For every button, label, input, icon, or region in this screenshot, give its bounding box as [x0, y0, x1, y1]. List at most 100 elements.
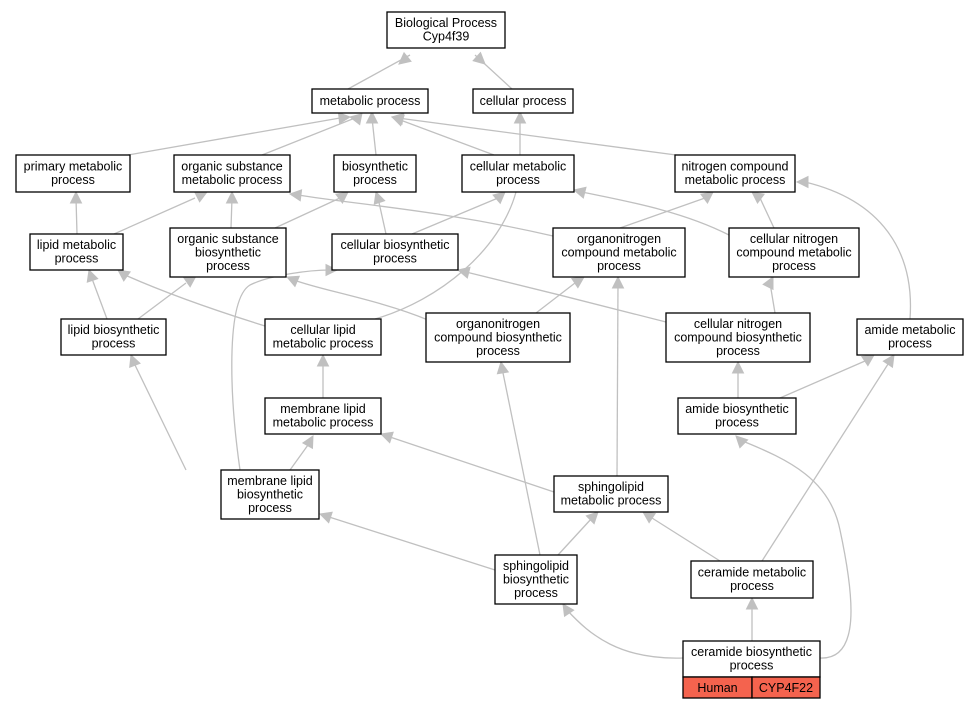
node-box	[665, 312, 811, 363]
edge	[745, 596, 759, 641]
node-box	[15, 154, 131, 193]
node-box	[690, 560, 814, 599]
edges-layer	[69, 51, 912, 659]
edge-line	[90, 275, 108, 320]
edge-line	[137, 282, 187, 320]
edge	[225, 190, 239, 229]
edge-line	[411, 197, 499, 235]
edge-line	[535, 282, 576, 314]
edge	[731, 360, 745, 398]
edge	[379, 431, 555, 493]
edge	[795, 175, 912, 320]
node-label: biosynthetic	[503, 572, 569, 586]
node-label: Cyp4f39	[423, 30, 470, 44]
edge	[231, 263, 339, 471]
edge-arrowhead	[570, 276, 585, 289]
edge-line	[377, 197, 387, 235]
node-cellular[interactable]: cellular process	[472, 88, 574, 114]
node-label: metabolic process	[182, 173, 283, 187]
edge	[619, 191, 714, 229]
edge-line	[371, 117, 377, 156]
edge-arrowhead	[562, 603, 575, 618]
node-label: lipid metabolic	[37, 238, 116, 252]
node-label: membrane lipid	[280, 402, 366, 416]
edge-line	[133, 362, 187, 471]
node-label: process	[55, 252, 99, 266]
edge	[456, 266, 667, 323]
edge-line	[325, 515, 496, 571]
edge	[735, 435, 852, 659]
edge-line	[651, 517, 721, 562]
edge-line	[501, 367, 541, 556]
edge-arrowhead	[69, 190, 83, 204]
node-box	[553, 475, 669, 513]
node-label: organic substance	[177, 232, 279, 246]
edge-arrowhead	[86, 268, 99, 283]
node-label: cellular biosynthetic	[340, 238, 449, 252]
node-label: process	[514, 586, 558, 600]
edge-arrowhead	[642, 511, 657, 524]
edge-line	[274, 197, 341, 229]
edge-arrowhead	[882, 354, 895, 369]
edge	[557, 511, 599, 556]
edge-line	[127, 117, 341, 156]
node-box	[173, 154, 291, 193]
edge	[535, 276, 585, 314]
node-label: ceramide biosynthetic	[691, 645, 812, 659]
edge-line	[804, 181, 912, 320]
node-box	[220, 469, 320, 520]
node-metabolic[interactable]: metabolic process	[311, 88, 429, 114]
edge-arrowhead	[745, 596, 759, 610]
edge	[86, 268, 108, 320]
node-label: metabolic process	[561, 494, 662, 508]
edge	[316, 353, 330, 398]
node-box	[461, 154, 575, 193]
edge	[127, 111, 352, 156]
node-label: amide metabolic	[864, 323, 955, 337]
edge-arrowhead	[860, 354, 875, 367]
edge-line	[759, 197, 775, 229]
node-label: amide biosynthetic	[685, 402, 789, 416]
node-label: lipid biosynthetic	[68, 323, 160, 337]
edge-arrowhead	[373, 190, 386, 205]
edge	[611, 275, 625, 477]
gene-badge	[751, 676, 821, 699]
node-box	[311, 88, 429, 114]
node-label: process	[476, 344, 520, 358]
node-label: cellular nitrogen	[694, 317, 782, 331]
edge-arrowhead	[225, 190, 239, 204]
node-label: process	[373, 252, 417, 266]
edge	[288, 189, 554, 237]
node-label: metabolic process	[273, 337, 374, 351]
edge-arrowhead	[337, 111, 352, 125]
edge-arrowhead	[731, 360, 745, 374]
node-label: process	[353, 173, 397, 187]
node-label: process	[715, 416, 759, 430]
node-box	[386, 11, 506, 49]
edge-line	[619, 197, 706, 229]
edge-line	[297, 194, 554, 237]
